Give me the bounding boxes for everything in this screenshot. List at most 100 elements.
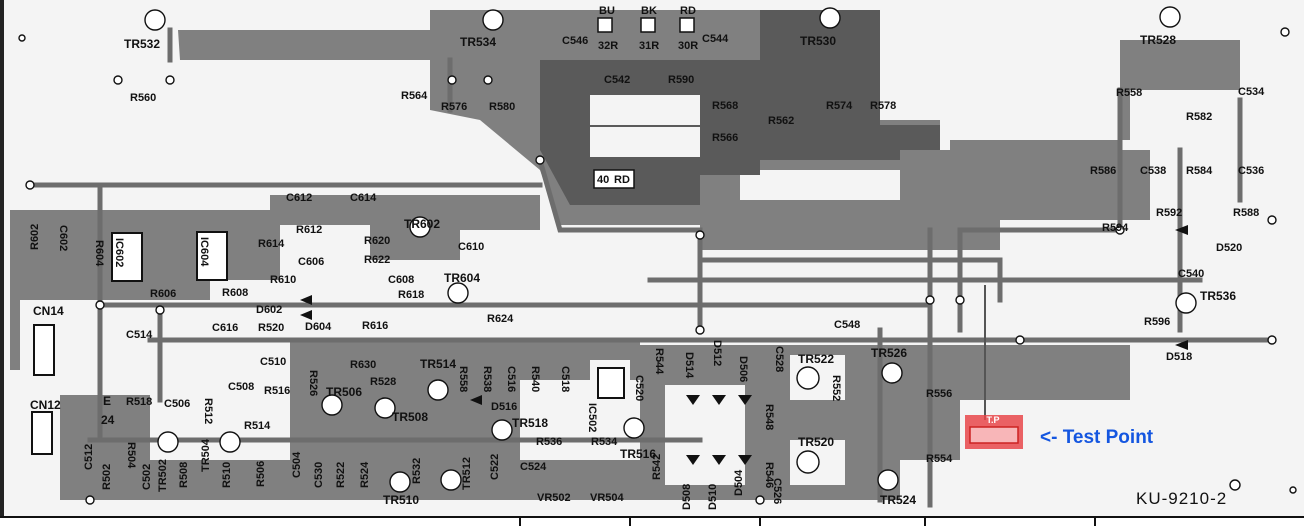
component-label: TR604 xyxy=(444,271,480,285)
component-label: C524 xyxy=(520,461,547,473)
component-label: VR502 xyxy=(537,492,571,504)
pad xyxy=(695,325,705,335)
component-label: R608 xyxy=(222,287,248,299)
pad xyxy=(1267,335,1277,345)
tr524-footprint xyxy=(877,469,899,491)
component-label: D602 xyxy=(256,304,282,316)
rd-connector xyxy=(593,169,635,189)
component-label: TR516 xyxy=(620,447,656,461)
component-label: R556 xyxy=(926,388,952,400)
component-label: R612 xyxy=(296,224,322,236)
trace-horizontal-6 xyxy=(697,257,1003,303)
component-label: TR502 xyxy=(157,459,169,492)
component-label: R624 xyxy=(487,313,514,325)
component-label: D506 xyxy=(737,356,749,382)
component-label: R546 xyxy=(763,462,775,488)
component-label: 24 xyxy=(101,413,115,427)
tr604-footprint xyxy=(447,282,469,304)
tr512-footprint xyxy=(440,469,462,491)
pad xyxy=(95,300,105,310)
component-label: R604 xyxy=(93,240,105,267)
component-label: D518 xyxy=(1166,351,1192,363)
component-label: R578 xyxy=(870,100,896,112)
d604-symbol xyxy=(300,310,312,320)
component-labels: TR532 TR534 TR530 TR528 C546 C544 C542 B… xyxy=(29,5,1265,510)
ground-plane-right xyxy=(900,150,1150,220)
component-label: BU xyxy=(599,5,615,17)
tr522-footprint xyxy=(796,366,820,390)
component-label: VR504 xyxy=(590,492,625,504)
bu-pad xyxy=(597,17,613,33)
tr526-footprint xyxy=(881,362,903,384)
component-label: C538 xyxy=(1140,165,1166,177)
component-label: R630 xyxy=(350,359,376,371)
component-label: TR528 xyxy=(1140,33,1176,47)
pad xyxy=(25,180,35,190)
solder-pads xyxy=(18,27,1297,505)
component-label: TR518 xyxy=(512,416,548,430)
component-label: D516 xyxy=(491,401,517,413)
component-label: C546 xyxy=(562,35,588,47)
d514-symbol xyxy=(686,395,700,405)
ic602-body xyxy=(111,232,143,282)
board-bottom-strip xyxy=(0,517,1304,526)
component-label: R526 xyxy=(307,370,319,396)
component-label: R512 xyxy=(202,398,214,424)
component-label: R536 xyxy=(536,436,562,448)
d602-symbol xyxy=(300,295,312,305)
component-label: C502 xyxy=(141,464,153,490)
component-label: TR506 xyxy=(326,385,362,399)
component-label: R548 xyxy=(763,404,775,430)
component-label: R574 xyxy=(826,100,853,112)
component-label: E xyxy=(103,394,111,408)
component-label: C534 xyxy=(1238,86,1265,98)
d520-symbol xyxy=(1175,225,1188,235)
pad xyxy=(165,75,175,85)
component-label: R592 xyxy=(1156,207,1182,219)
component-label: TR512 xyxy=(461,457,473,490)
test-point[interactable]: T.P xyxy=(965,415,1023,449)
pad xyxy=(1015,335,1025,345)
component-label: TR510 xyxy=(383,493,419,507)
component-label: R524 xyxy=(359,461,371,488)
component-label: R610 xyxy=(270,274,296,286)
component-label: TR530 xyxy=(800,34,836,48)
component-label: R580 xyxy=(489,101,515,113)
component-label: R544 xyxy=(653,348,665,375)
tr602-footprint xyxy=(409,216,431,238)
component-label: TR534 xyxy=(460,35,496,49)
component-label: R552 xyxy=(830,375,842,401)
component-label: C522 xyxy=(489,454,501,480)
ground-plane-bottom xyxy=(90,460,760,500)
component-label: TR532 xyxy=(124,37,160,51)
pad xyxy=(155,305,165,315)
tr532-footprint xyxy=(144,9,166,31)
component-label: R620 xyxy=(364,235,390,247)
component-label: C526 xyxy=(771,478,783,504)
component-label: R554 xyxy=(926,453,953,465)
rd-pad xyxy=(679,17,695,33)
d504-symbol xyxy=(738,455,752,465)
component-label: RD xyxy=(680,5,696,17)
component-label: R540 xyxy=(529,366,541,392)
component-label: R614 xyxy=(258,238,285,250)
cn12-body xyxy=(31,411,53,455)
component-label: C548 xyxy=(834,319,860,331)
tr534-footprint xyxy=(482,9,504,31)
tr514-footprint xyxy=(427,379,449,401)
component-label: C520 xyxy=(633,375,645,401)
component-label: R622 xyxy=(364,254,390,266)
component-label: C536 xyxy=(1238,165,1264,177)
component-label: R532 xyxy=(411,458,423,484)
component-label: R602 xyxy=(29,224,41,250)
component-label: R518 xyxy=(126,396,152,408)
component-label: C606 xyxy=(298,256,324,268)
component-label: IC502 xyxy=(586,403,598,432)
component-label: TR504 xyxy=(200,438,212,472)
tr506-footprint xyxy=(321,394,343,416)
test-point-pad[interactable] xyxy=(969,426,1019,444)
tr518-footprint xyxy=(491,419,513,441)
component-label: R586 xyxy=(1090,165,1116,177)
